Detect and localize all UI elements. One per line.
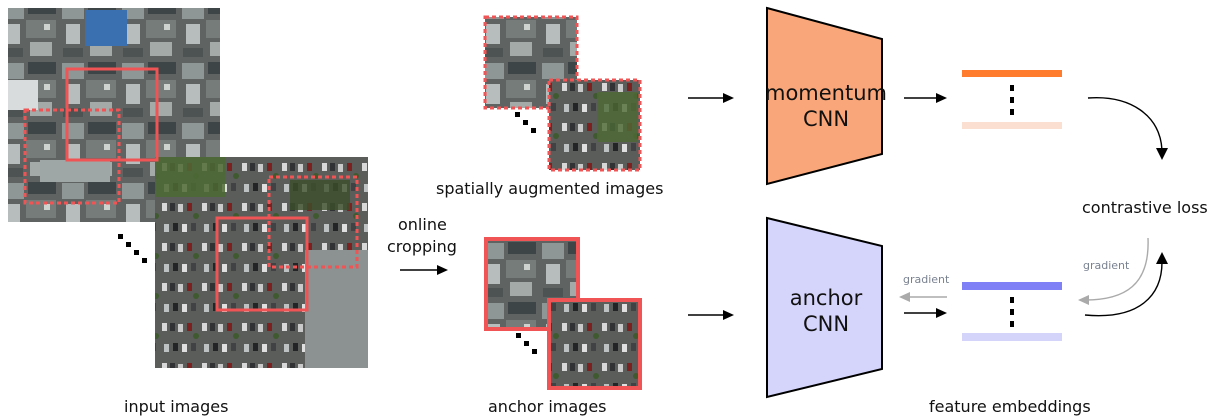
input-crop-boxes xyxy=(23,67,359,312)
momentum-cnn-label: momentum CNN xyxy=(752,80,900,132)
anchor-cnn-line2: CNN xyxy=(802,312,850,336)
momentum-cnn-line1: momentum xyxy=(765,81,887,105)
feature-embeddings-label: feature embeddings xyxy=(929,397,1091,416)
anchor-ellipsis-dots xyxy=(516,333,537,354)
spatially-augmented-label: spatially augmented images xyxy=(436,179,664,198)
gradient-label-right: gradient xyxy=(1083,259,1130,272)
momentum-cnn-shape xyxy=(766,6,883,186)
input-ellipsis-dots xyxy=(118,234,147,263)
loss-arrow-bottom xyxy=(1084,252,1168,317)
loss-arrow-top xyxy=(1087,97,1168,160)
anchor-cnn-line1: anchor xyxy=(789,286,863,310)
online-label: online xyxy=(398,215,447,234)
anchor-cnn-shape xyxy=(766,216,883,399)
gradient-label-left: gradient xyxy=(903,273,950,286)
momentum-cnn-line2: CNN xyxy=(802,107,850,131)
augmented-image-2 xyxy=(547,78,642,172)
gradient-arrow-left xyxy=(899,292,947,302)
anchor-images-label: anchor images xyxy=(488,397,607,416)
input-image-parking xyxy=(155,157,368,368)
cropping-label: cropping xyxy=(387,237,457,256)
anchor-cnn-label: anchor CNN xyxy=(752,285,900,337)
anchor-embeddings xyxy=(962,282,1062,341)
anchor-image-2 xyxy=(547,298,642,390)
input-image-urban xyxy=(8,8,220,222)
gradient-arrow-right xyxy=(1078,237,1149,305)
augmented-ellipsis-dots xyxy=(515,112,536,133)
momentum-embeddings xyxy=(962,70,1062,129)
input-images-label: input images xyxy=(124,397,229,416)
contrastive-loss-label: contrastive loss xyxy=(1082,198,1208,217)
arrows xyxy=(400,93,947,320)
